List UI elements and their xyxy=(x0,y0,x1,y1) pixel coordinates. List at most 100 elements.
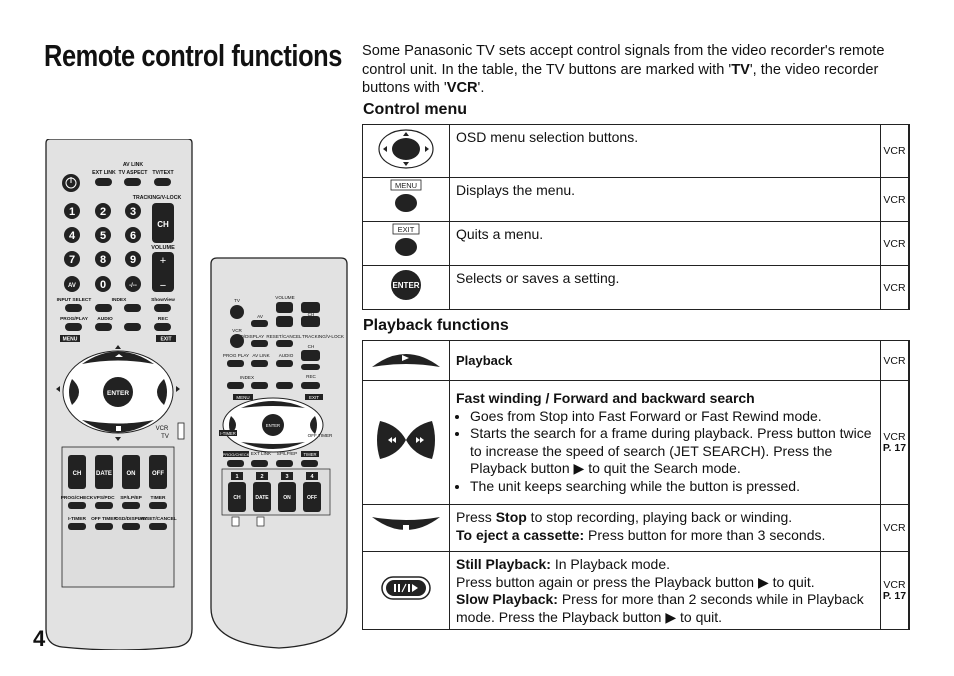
svg-text:TV: TV xyxy=(161,434,169,440)
small-remote-illustration: TV VOLUME AV CH VCR OSD/DISPLAY RESET/CA… xyxy=(210,257,348,649)
vcr-label: VCR xyxy=(880,221,910,266)
row-description: Press Stop to stop recording, playing ba… xyxy=(449,504,881,552)
menu-button-icon: MENU xyxy=(362,177,450,222)
svg-text:INDEX: INDEX xyxy=(240,375,254,380)
svg-text:TV: TV xyxy=(234,298,241,303)
svg-text:EXIT: EXIT xyxy=(309,395,319,400)
svg-text:DATE: DATE xyxy=(96,471,112,477)
table-row: Fast winding / Forward and backward sear… xyxy=(362,380,910,505)
svg-text:ENTER: ENTER xyxy=(266,423,280,428)
table-row: Still Playback: In Playback mode. Press … xyxy=(362,550,910,631)
svg-text:REC: REC xyxy=(158,316,169,322)
svg-text:DATE: DATE xyxy=(255,495,269,501)
svg-text:VCR: VCR xyxy=(232,328,242,333)
svg-text:EXT LINK: EXT LINK xyxy=(251,451,272,456)
svg-text:−: − xyxy=(160,280,166,292)
svg-text:2: 2 xyxy=(260,474,263,480)
table-row: Playback VCR xyxy=(362,340,910,381)
row-description: Fast winding / Forward and backward sear… xyxy=(449,380,881,505)
page-ref: P. 17 xyxy=(882,442,907,454)
page-number: 4 xyxy=(33,626,46,651)
table-row: EXIT Quits a menu. VCR xyxy=(362,221,910,266)
table-row: Press Stop to stop recording, playing ba… xyxy=(362,504,910,552)
svg-text:8: 8 xyxy=(100,254,106,266)
svg-text:VPS/PDC: VPS/PDC xyxy=(93,495,115,501)
svg-text:-/--: -/-- xyxy=(129,283,137,289)
enter-button-icon: ENTER xyxy=(362,265,450,310)
svg-text:TRACKING/V-LOCK: TRACKING/V-LOCK xyxy=(133,195,182,201)
svg-text:EXT LINK: EXT LINK xyxy=(92,170,116,176)
svg-text:0: 0 xyxy=(100,279,106,291)
svg-text:I-TIMER: I-TIMER xyxy=(68,516,86,522)
vcr-label: VCR xyxy=(880,265,910,310)
svg-text:TRACKING/V-LOCK: TRACKING/V-LOCK xyxy=(302,334,345,339)
svg-text:SP/LP/EP: SP/LP/EP xyxy=(120,495,142,501)
svg-text:ON: ON xyxy=(127,471,136,477)
stop-button-icon xyxy=(362,504,450,552)
svg-text:MENU: MENU xyxy=(395,181,417,190)
table-row: ENTER Selects or saves a setting. VCR xyxy=(362,265,910,310)
svg-text:7: 7 xyxy=(69,254,75,266)
play-button-icon xyxy=(362,340,450,381)
svg-text:CH: CH xyxy=(308,312,315,317)
svg-text:ON: ON xyxy=(283,495,291,501)
svg-text:TV/TEXT: TV/TEXT xyxy=(152,170,174,176)
list-item: The unit keeps searching while the butto… xyxy=(470,478,874,496)
svg-text:2: 2 xyxy=(100,206,106,218)
table-row: MENU Displays the menu. VCR xyxy=(362,177,910,222)
row-description: Displays the menu. xyxy=(449,177,881,222)
svg-text:MENU: MENU xyxy=(236,395,249,400)
svg-text:VOLUME: VOLUME xyxy=(151,245,175,251)
svg-text:VCR: VCR xyxy=(156,426,169,432)
svg-text:OFF TIMER: OFF TIMER xyxy=(308,433,333,438)
list-item: Starts the search for a frame during pla… xyxy=(470,425,874,478)
svg-text:CH: CH xyxy=(73,471,82,477)
svg-text:AUDIO: AUDIO xyxy=(279,353,294,358)
svg-text:1: 1 xyxy=(235,474,238,480)
rewind-forward-buttons-icon xyxy=(362,380,450,505)
section-heading-control-menu: Control menu xyxy=(363,101,467,118)
playback-table: Playback VCR Fast winding / Forward and … xyxy=(362,340,910,631)
svg-text:AV: AV xyxy=(68,283,76,289)
svg-text:TIMER: TIMER xyxy=(303,452,316,457)
svg-text:PROG/PLAY: PROG/PLAY xyxy=(60,316,89,322)
page-title: Remote control functions xyxy=(44,38,343,73)
intro-paragraph: Some Panasonic TV sets accept control si… xyxy=(362,43,885,96)
svg-text:CH: CH xyxy=(308,344,315,349)
svg-text:ShowView: ShowView xyxy=(151,297,175,303)
svg-text:INDEX: INDEX xyxy=(112,297,127,303)
svg-text:RESET/CANCEL: RESET/CANCEL xyxy=(139,516,176,522)
svg-text:6: 6 xyxy=(130,230,136,242)
svg-text:3: 3 xyxy=(285,474,288,480)
svg-text:AV LINK: AV LINK xyxy=(123,162,144,168)
svg-text:OSD/DISPLAY: OSD/DISPLAY xyxy=(115,516,148,522)
section-heading-playback: Playback functions xyxy=(363,317,509,334)
svg-text:INPUT SELECT: INPUT SELECT xyxy=(57,297,92,303)
vcr-label: VCR xyxy=(880,124,910,178)
svg-text:ENTER: ENTER xyxy=(392,281,419,290)
svg-text:PROG/CHECK: PROG/CHECK xyxy=(223,452,250,457)
svg-text:REC: REC xyxy=(306,374,316,379)
play-arrow-icon: ▶ xyxy=(757,573,769,590)
svg-text:4: 4 xyxy=(69,230,76,242)
svg-text:PROG PLAY: PROG PLAY xyxy=(223,353,249,358)
svg-text:OSD/DISPLAY: OSD/DISPLAY xyxy=(234,334,264,339)
vcr-label: VCR xyxy=(880,340,910,381)
svg-text:+: + xyxy=(160,255,166,267)
svg-text:3: 3 xyxy=(130,206,136,218)
svg-text:9: 9 xyxy=(130,254,136,266)
svg-text:5: 5 xyxy=(100,230,106,242)
page-ref: P. 17 xyxy=(882,590,907,603)
vcr-label: VCR xyxy=(880,177,910,222)
row-title: Fast winding / Forward and backward sear… xyxy=(456,390,755,406)
svg-text:OFF: OFF xyxy=(307,495,317,501)
svg-text:RESET/CANCEL: RESET/CANCEL xyxy=(266,334,302,339)
play-arrow-icon: ▶ xyxy=(665,608,677,625)
play-arrow-icon: ▶ xyxy=(573,460,585,477)
osd-cross-icon xyxy=(362,124,450,178)
list-item: Goes from Stop into Fast Forward or Fast… xyxy=(470,408,874,426)
row-description: Quits a menu. xyxy=(449,221,881,266)
svg-text:OFF TIMER: OFF TIMER xyxy=(91,516,117,522)
